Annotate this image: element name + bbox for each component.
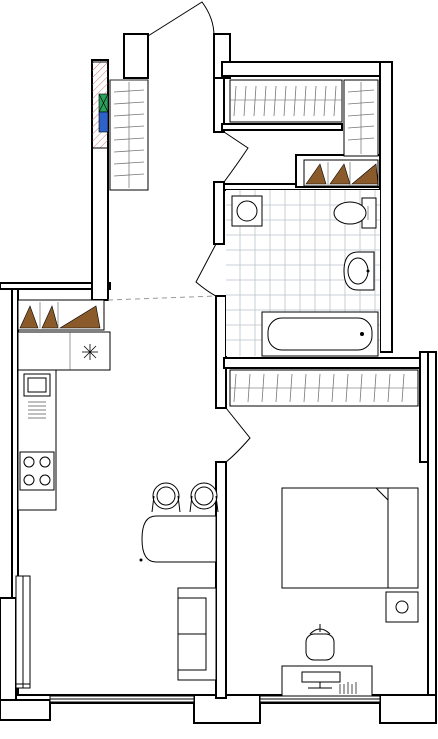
zone-boundary — [107, 295, 217, 301]
bathroom-door-arc — [223, 131, 249, 183]
bathroom-sink — [343, 251, 375, 291]
bedroom-wardrobe — [229, 369, 419, 407]
washing-machine — [231, 195, 263, 227]
vent-shaft — [91, 61, 109, 149]
sofa — [177, 587, 217, 681]
cooktop — [19, 451, 55, 491]
kitchen-upper-shelves — [17, 299, 105, 331]
doors — [147, 1, 251, 463]
double-bed — [281, 487, 419, 589]
entry-door-arc — [147, 1, 215, 37]
top-wardrobe — [229, 79, 379, 157]
upper-shelves — [303, 159, 379, 187]
chair — [151, 482, 181, 513]
left-window — [15, 575, 31, 689]
hall-wardrobe — [109, 79, 149, 191]
chair — [189, 482, 219, 513]
bathtub — [261, 311, 379, 357]
extractor-icon — [82, 344, 98, 360]
nightstand — [385, 591, 419, 623]
desk — [281, 665, 373, 697]
bottom-windows — [49, 695, 381, 703]
bedroom-door-arc — [225, 407, 251, 463]
dining-table — [141, 515, 217, 563]
office-chair — [305, 624, 335, 661]
wc-door-arc — [195, 243, 217, 297]
dining-area — [139, 482, 219, 563]
kitchen-sink — [23, 373, 51, 419]
vent-duct-blue — [98, 111, 109, 133]
toilet — [333, 197, 377, 229]
